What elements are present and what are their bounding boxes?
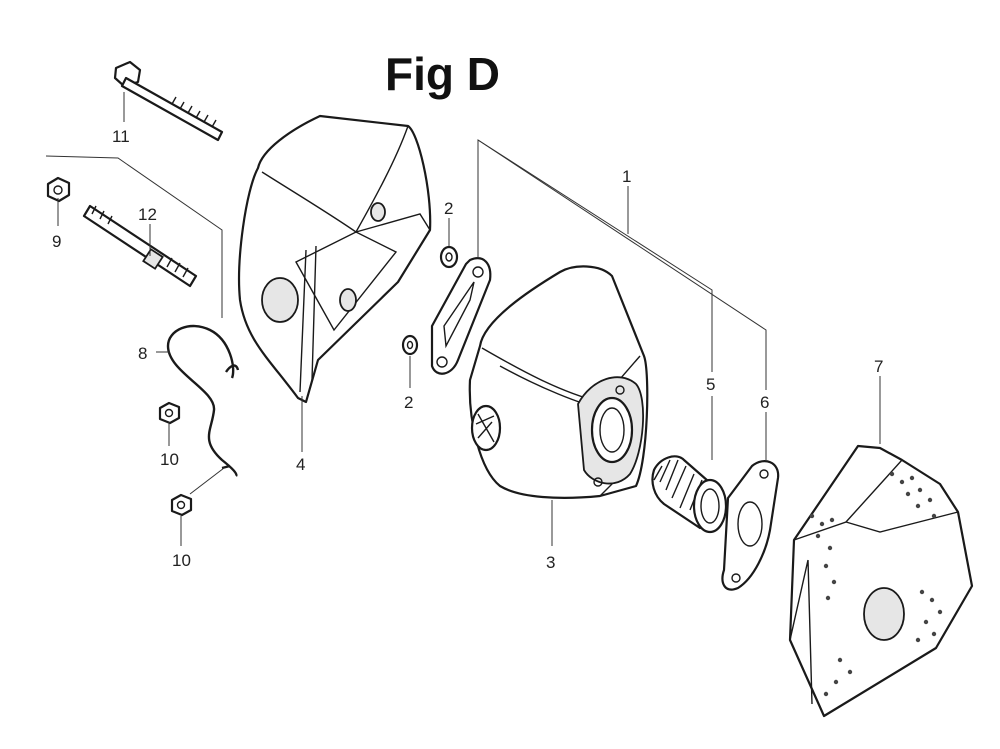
part-2-washer-lower [401, 334, 419, 356]
callout-6: 6 [760, 393, 769, 412]
figure-title: Fig D [385, 48, 500, 100]
callout-4: 4 [296, 455, 305, 474]
part-12-stud [82, 204, 198, 288]
part-4-muffler-cover [238, 114, 432, 404]
part-6-gasket [721, 460, 780, 591]
exhaust-gasket [430, 257, 492, 375]
part-7-heat-shield [788, 444, 974, 718]
part-5-spark-arrester [651, 455, 728, 534]
callout-1: 1 [622, 167, 631, 186]
part-8-wire-clip [166, 324, 240, 477]
part-9-nut [46, 176, 71, 203]
callout-10-lower: 10 [172, 551, 191, 570]
part-3-muffler-body [468, 265, 649, 499]
part-10-nut-lower [170, 493, 193, 517]
callout-5: 5 [706, 375, 715, 394]
part-10-nut-upper [158, 401, 181, 425]
part-2-washer-upper [439, 245, 459, 269]
callout-3: 3 [546, 553, 555, 572]
callout-12: 12 [138, 205, 157, 224]
callout-2-upper: 2 [444, 199, 453, 218]
callout-8: 8 [138, 344, 147, 363]
callout-7: 7 [874, 357, 883, 376]
callout-11: 11 [112, 127, 130, 146]
callout-2-lower: 2 [404, 393, 413, 412]
callout-10-upper: 10 [160, 450, 179, 469]
part-11-bolt [113, 60, 224, 142]
leader-lines [45, 92, 881, 546]
callout-9: 9 [52, 232, 61, 251]
